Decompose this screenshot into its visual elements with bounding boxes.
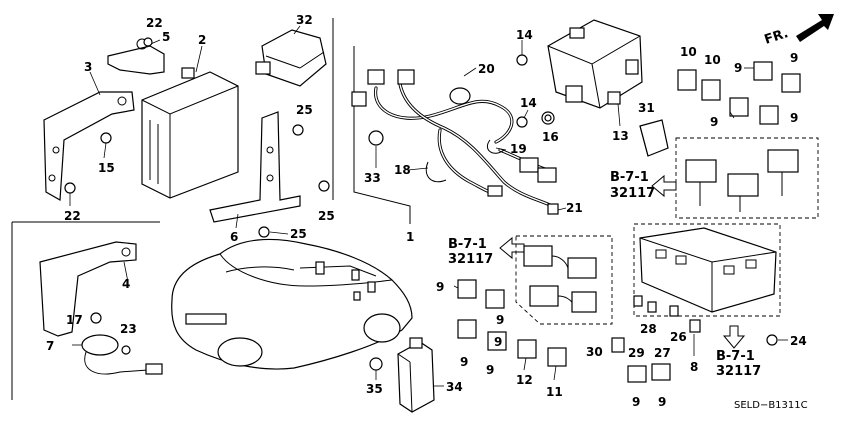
left-arrow-icon	[651, 174, 677, 198]
callout-label: 25	[296, 103, 313, 117]
down-arrow-icon	[722, 325, 746, 349]
cover-part	[369, 337, 444, 413]
front-label: FR.	[763, 26, 791, 48]
callout-label: 19	[510, 142, 527, 156]
ref-page-middle: B-7-1	[448, 237, 487, 252]
ref-part-lower: 32117	[716, 364, 761, 379]
vertical-bracket-part	[209, 111, 301, 229]
callout-label: 10	[680, 45, 697, 59]
callout-labels: 22 5 2 32 3 15 22 25 6 25 25 1 14 20 33 …	[46, 13, 807, 409]
callout-label: 29	[628, 346, 645, 360]
reference-box-upper	[675, 137, 819, 219]
callout-label: 33	[364, 171, 381, 185]
callout-label: 9	[486, 363, 494, 377]
callout-label: 17	[66, 313, 83, 327]
arrow-up-right-icon	[796, 14, 834, 42]
callout-label: 9	[436, 280, 444, 294]
vehicle-outline	[171, 238, 413, 370]
bracket-part	[43, 71, 135, 201]
reference-arrows	[499, 174, 746, 349]
wire-harness-part	[351, 46, 567, 224]
callout-label: 9	[496, 313, 504, 327]
reference-labels: B-7-1 32117 B-7-1 32117 B-7-1 32117	[448, 170, 761, 379]
callout-label: 8	[690, 360, 698, 374]
callout-label: 9	[710, 115, 718, 129]
ref-page-upper: B-7-1	[610, 170, 649, 185]
fasteners	[64, 37, 330, 238]
module-part	[255, 25, 327, 87]
control-unit-part	[141, 45, 239, 199]
small-unit-part	[639, 119, 669, 157]
callout-label: 9	[734, 61, 742, 75]
callout-label: 13	[612, 129, 629, 143]
callout-label: 35	[366, 382, 383, 396]
ref-part-middle: 32117	[448, 252, 493, 267]
callout-label: 14	[516, 28, 533, 42]
callout-label: 9	[460, 355, 468, 369]
ref-page-lower: B-7-1	[716, 349, 755, 364]
callout-label: 9	[790, 51, 798, 65]
callout-label: 9	[658, 395, 666, 409]
callout-label: 4	[122, 277, 130, 291]
reference-box-middle	[515, 235, 613, 325]
callout-label: 27	[654, 346, 671, 360]
callout-label: 7	[46, 339, 54, 353]
front-indicator: FR.	[763, 14, 834, 48]
callout-label: 28	[640, 322, 657, 336]
relays-upper	[677, 61, 801, 125]
relay-block-part	[611, 223, 788, 383]
callout-label: 3	[84, 60, 92, 74]
callout-label: 1	[406, 230, 414, 244]
section-dividers	[11, 18, 334, 400]
small-bracket-part	[107, 38, 165, 75]
callout-label: 18	[394, 163, 411, 177]
callout-label: 16	[542, 130, 559, 144]
callout-label: 9	[790, 111, 798, 125]
left-arrow-icon	[499, 236, 525, 260]
callout-label: 9	[632, 395, 640, 409]
callout-label: 24	[790, 334, 807, 348]
callout-label: 34	[446, 380, 463, 394]
callout-label: 11	[546, 385, 563, 399]
callout-label: 6	[230, 230, 238, 244]
callout-label: 15	[98, 161, 115, 175]
ref-part-upper: 32117	[610, 186, 655, 201]
callout-label: 25	[318, 209, 335, 223]
callout-label: 31	[638, 101, 655, 115]
callout-label: 20	[478, 62, 495, 76]
callout-label: 10	[704, 53, 721, 67]
diagram-code: SELD−B1311C	[734, 400, 808, 411]
callout-label: 23	[120, 322, 137, 336]
callout-label: 5	[162, 30, 170, 44]
callout-label: 9	[494, 335, 502, 349]
fuse-box-part	[547, 19, 643, 127]
callout-label: 26	[670, 330, 687, 344]
callout-label: 30	[586, 345, 603, 359]
relays-middle	[453, 279, 567, 381]
callout-label: 14	[520, 96, 537, 110]
callout-label: 21	[566, 201, 583, 215]
callout-label: 2	[198, 33, 206, 47]
callout-label: 32	[296, 13, 313, 27]
callout-label: 22	[64, 209, 81, 223]
callout-label: 12	[516, 373, 533, 387]
lower-bracket-part	[39, 241, 163, 375]
harness-fasteners	[516, 40, 555, 128]
callout-label: 25	[290, 227, 307, 241]
callout-label: 22	[146, 16, 163, 30]
